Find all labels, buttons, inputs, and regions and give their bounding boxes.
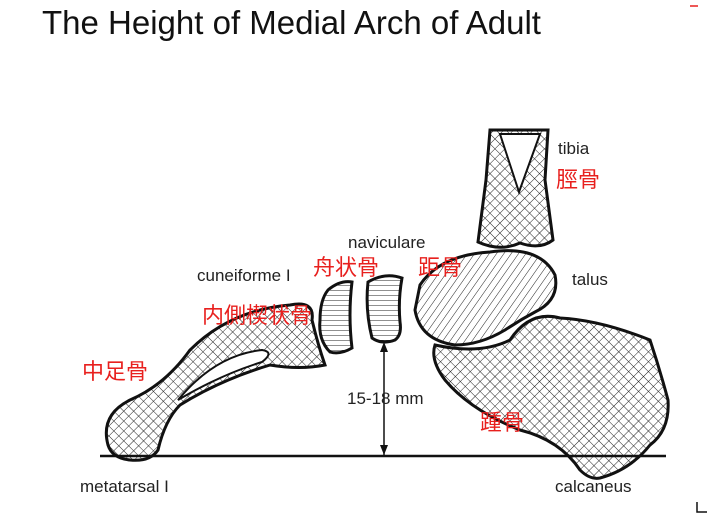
tibia-canal — [498, 133, 542, 196]
label-naviculare-zh: 舟状骨 — [313, 255, 380, 280]
page-title: The Height of Medial Arch of Adult — [42, 4, 541, 41]
metatarsal-bone — [104, 302, 327, 462]
label-cuneiforme: cuneiforme I — [197, 266, 291, 285]
label-cuneiforme-zh: 内側楔状骨 — [202, 303, 313, 328]
label-calcaneus-zh: 踵骨 — [480, 410, 525, 435]
talus-bone — [413, 249, 558, 347]
label-talus-zh: 距骨 — [418, 255, 463, 280]
label-tibia-zh: 脛骨 — [556, 167, 601, 192]
tibia-bone — [476, 128, 555, 249]
label-height: 15-18 mm — [347, 389, 424, 408]
cuneiform-bone — [318, 280, 354, 355]
label-naviculare: naviculare — [348, 233, 426, 252]
metatarsal-cavity — [177, 348, 270, 401]
calcaneus-bone — [432, 314, 670, 480]
label-talus: talus — [572, 270, 608, 289]
label-metatarsal: metatarsal I — [80, 477, 169, 496]
label-tibia: tibia — [558, 139, 590, 158]
label-calcaneus: calcaneus — [555, 477, 632, 496]
navicular-bone — [365, 274, 404, 344]
label-metatarsal-zh: 中足骨 — [82, 359, 149, 384]
